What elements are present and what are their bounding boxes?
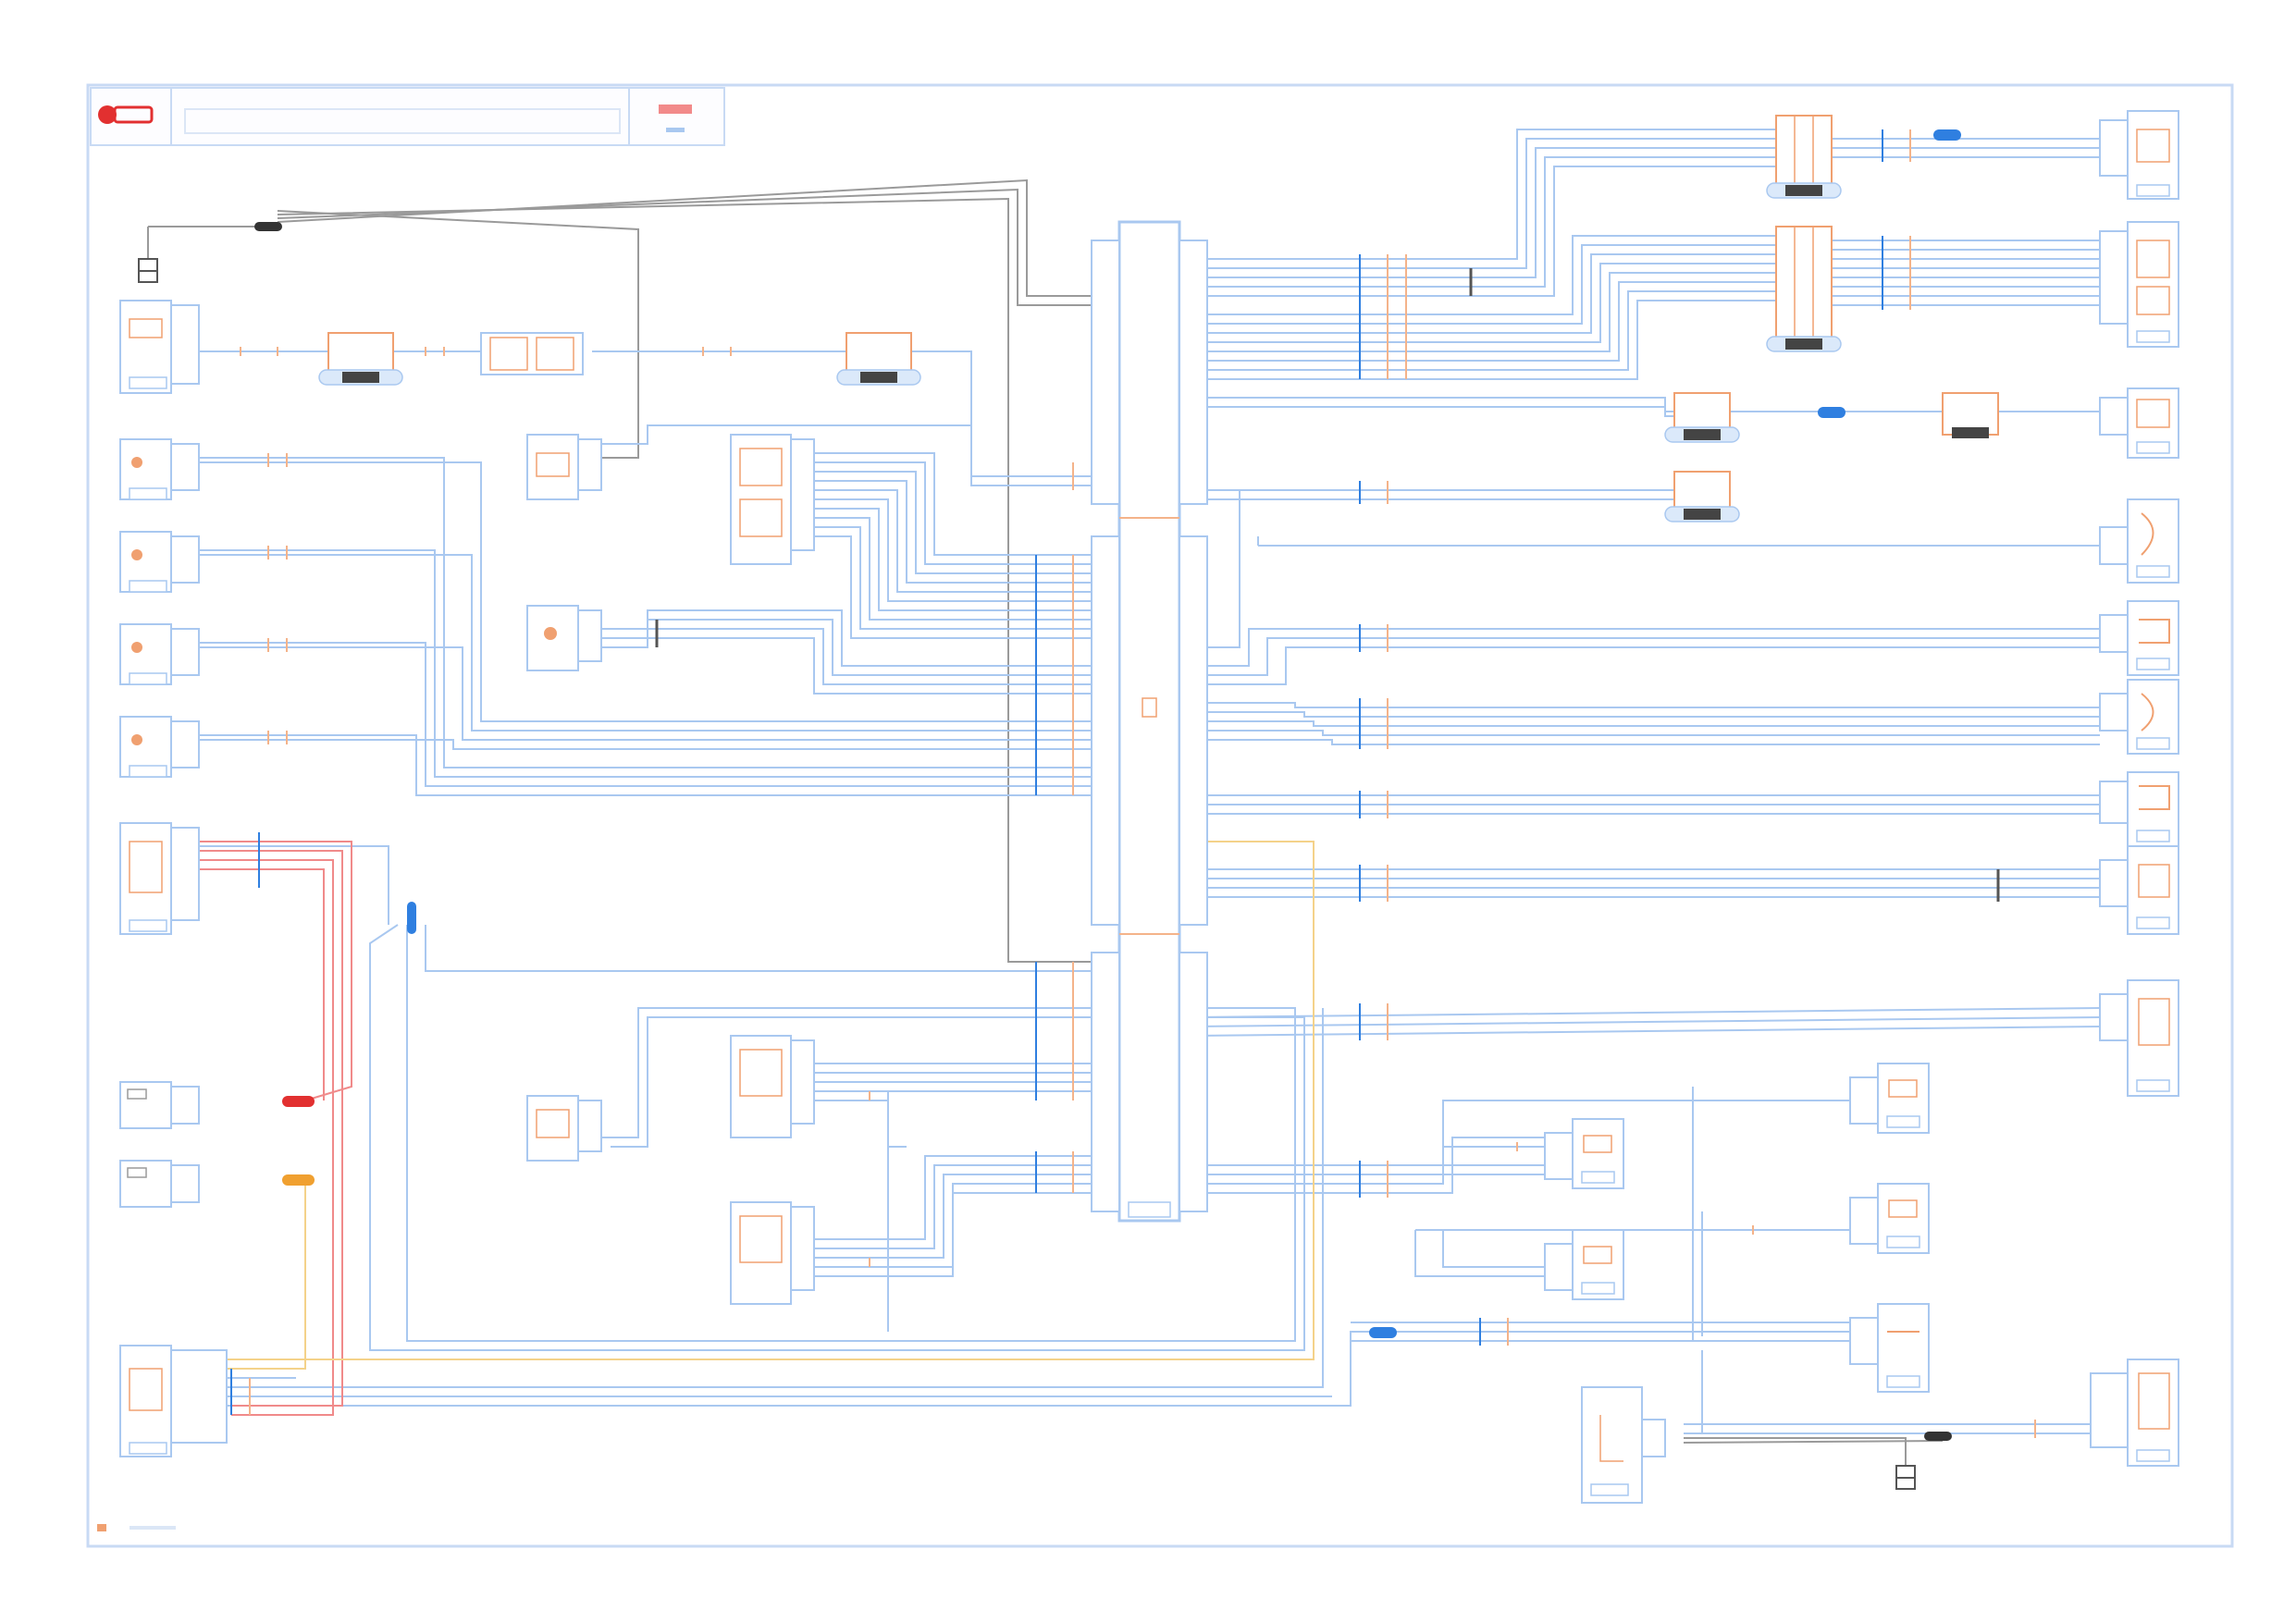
component-center-4[interactable] [526, 1095, 602, 1162]
logo-icon [98, 105, 154, 124]
title-code-mark [659, 105, 692, 114]
multi-connector-1[interactable] [1766, 115, 1842, 199]
device-right-1[interactable] [2099, 110, 2179, 200]
component-left-1[interactable] [119, 300, 200, 394]
sheet-frame [86, 83, 2234, 1548]
switch-left-2[interactable] [119, 438, 200, 500]
component-center-3[interactable] [730, 1035, 815, 1138]
device-right-3[interactable] [2099, 387, 2179, 459]
device-right-6[interactable] [2099, 679, 2179, 755]
star-sensor[interactable] [526, 605, 602, 671]
central-junction-block[interactable] [1091, 220, 1208, 1223]
inline-connector-1[interactable] [318, 332, 403, 386]
ground-symbol-icon [138, 258, 1916, 1490]
device-right-7[interactable] [2099, 771, 2179, 847]
device-right-10[interactable] [2090, 1359, 2179, 1467]
wire-ticks [240, 129, 2036, 1438]
wire-markers-blue [230, 129, 1883, 1415]
device-right-5[interactable] [2099, 600, 2179, 676]
multi-connector-2[interactable] [1766, 226, 1842, 352]
component-center-1[interactable] [526, 434, 602, 500]
switch-left-3[interactable] [119, 531, 200, 593]
lamp-unit-2[interactable] [1544, 1118, 1624, 1189]
lamp-unit-1[interactable] [1849, 1063, 1930, 1134]
component-center-2[interactable] [730, 434, 815, 565]
device-right-8[interactable] [2099, 845, 2179, 935]
footer-mark-2 [130, 1526, 176, 1530]
title-code-sub [666, 128, 685, 132]
inline-connector-2[interactable] [480, 332, 584, 375]
lamp-unit-3[interactable] [1849, 1183, 1930, 1254]
wires-red [199, 841, 352, 1416]
title-block [90, 87, 725, 146]
switch-left-4[interactable] [119, 623, 200, 685]
device-right-4[interactable] [2099, 498, 2179, 584]
splice-icon [254, 129, 1961, 1441]
component-center-5[interactable] [730, 1201, 815, 1305]
inline-connector-4[interactable] [1664, 392, 1740, 443]
module-left-9[interactable] [119, 1345, 228, 1457]
inline-connector-5[interactable] [1942, 392, 1999, 438]
module-bottom-center[interactable] [1581, 1386, 1666, 1504]
lamp-unit-4[interactable] [1544, 1229, 1624, 1300]
footer-mark [97, 1524, 106, 1531]
sensor-left-8[interactable] [119, 1160, 200, 1208]
inline-connector-3[interactable] [836, 332, 921, 386]
device-right-9[interactable] [2099, 979, 2179, 1097]
lamp-unit-5[interactable] [1849, 1303, 1930, 1393]
inline-connector-6[interactable] [1664, 471, 1740, 523]
wires-blue [199, 129, 2101, 1434]
device-right-2[interactable] [2099, 221, 2179, 348]
wires-dark [147, 178, 1944, 1466]
module-left-6[interactable] [119, 822, 200, 935]
sensor-left-7[interactable] [119, 1081, 200, 1129]
wire-markers-dark [655, 268, 2000, 902]
switch-left-5[interactable] [119, 716, 200, 778]
